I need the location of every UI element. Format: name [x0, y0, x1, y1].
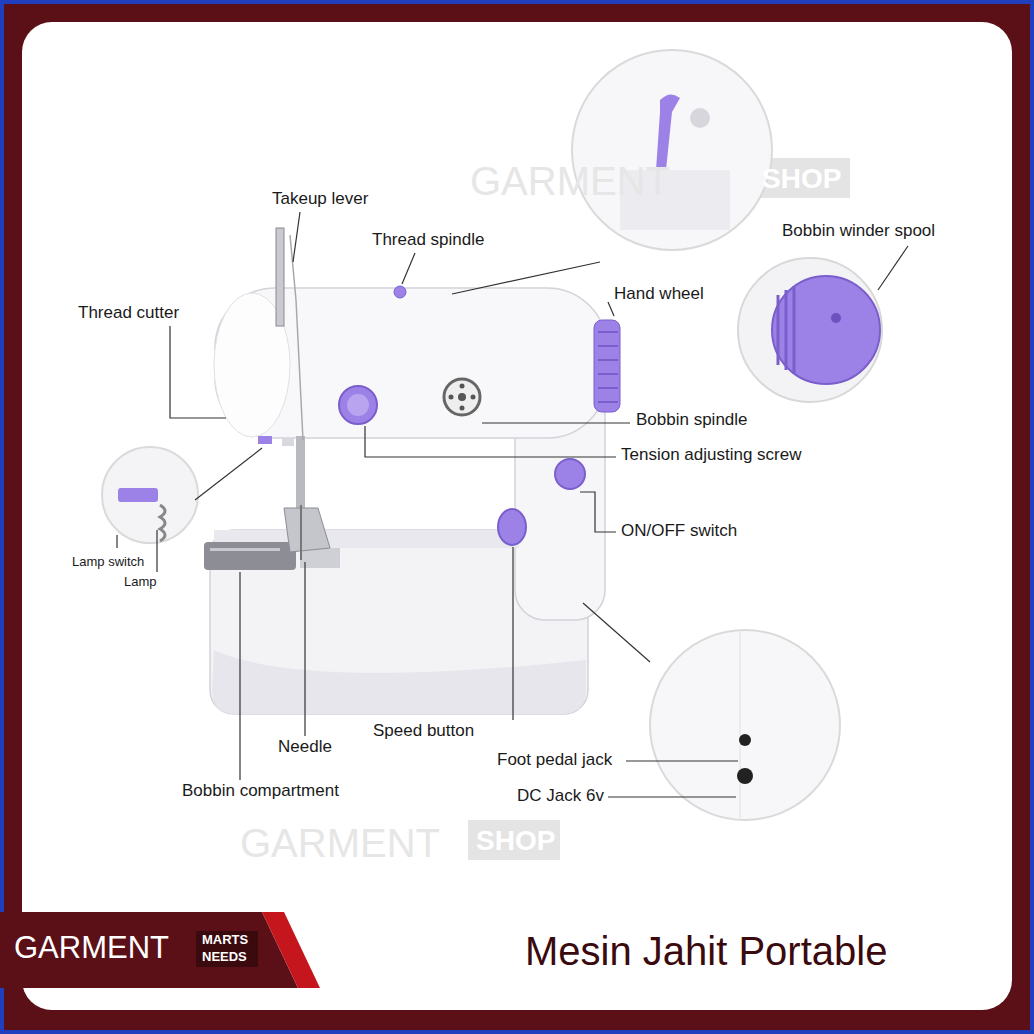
watermark: SHOP [476, 825, 555, 857]
zoom-thread-spindle [572, 50, 772, 250]
logo-text: NEEDS [202, 950, 247, 965]
part-label: Lamp [124, 575, 157, 590]
part-label: Thread spindle [372, 230, 484, 250]
watermark: SHOP [762, 163, 841, 195]
leader-lines [117, 212, 908, 797]
part-label: Needle [278, 737, 332, 757]
part-label: Tension adjusting screw [621, 445, 801, 465]
logo-band [0, 912, 320, 988]
part-label: Lamp switch [72, 555, 144, 570]
watermark-box [752, 158, 850, 198]
watermark-box [468, 820, 560, 860]
part-label: Speed button [373, 721, 474, 741]
white-panel [22, 22, 1012, 1010]
caption: Mesin Jahit Portable [525, 928, 887, 974]
logo-text: MARTS [202, 933, 248, 948]
part-label: DC Jack 6v [517, 786, 604, 806]
part-label: Takeup lever [272, 189, 368, 209]
part-label: Thread cutter [78, 303, 179, 323]
logo-text: GARMENT [14, 930, 169, 966]
part-label: ON/OFF switch [621, 521, 737, 541]
zoom-lamp [102, 447, 198, 543]
zoom-bobbin-winder [738, 258, 882, 402]
part-label: Foot pedal jack [497, 750, 612, 770]
machine [204, 228, 620, 714]
watermark: GARMENT [470, 158, 670, 204]
part-label: Bobbin spindle [636, 410, 748, 430]
zoom-jacks [650, 630, 840, 820]
watermark: GARMENT [240, 820, 440, 866]
part-label: Hand wheel [614, 284, 704, 304]
part-label: Bobbin winder spool [782, 221, 935, 241]
part-label: Bobbin compartment [182, 781, 339, 801]
